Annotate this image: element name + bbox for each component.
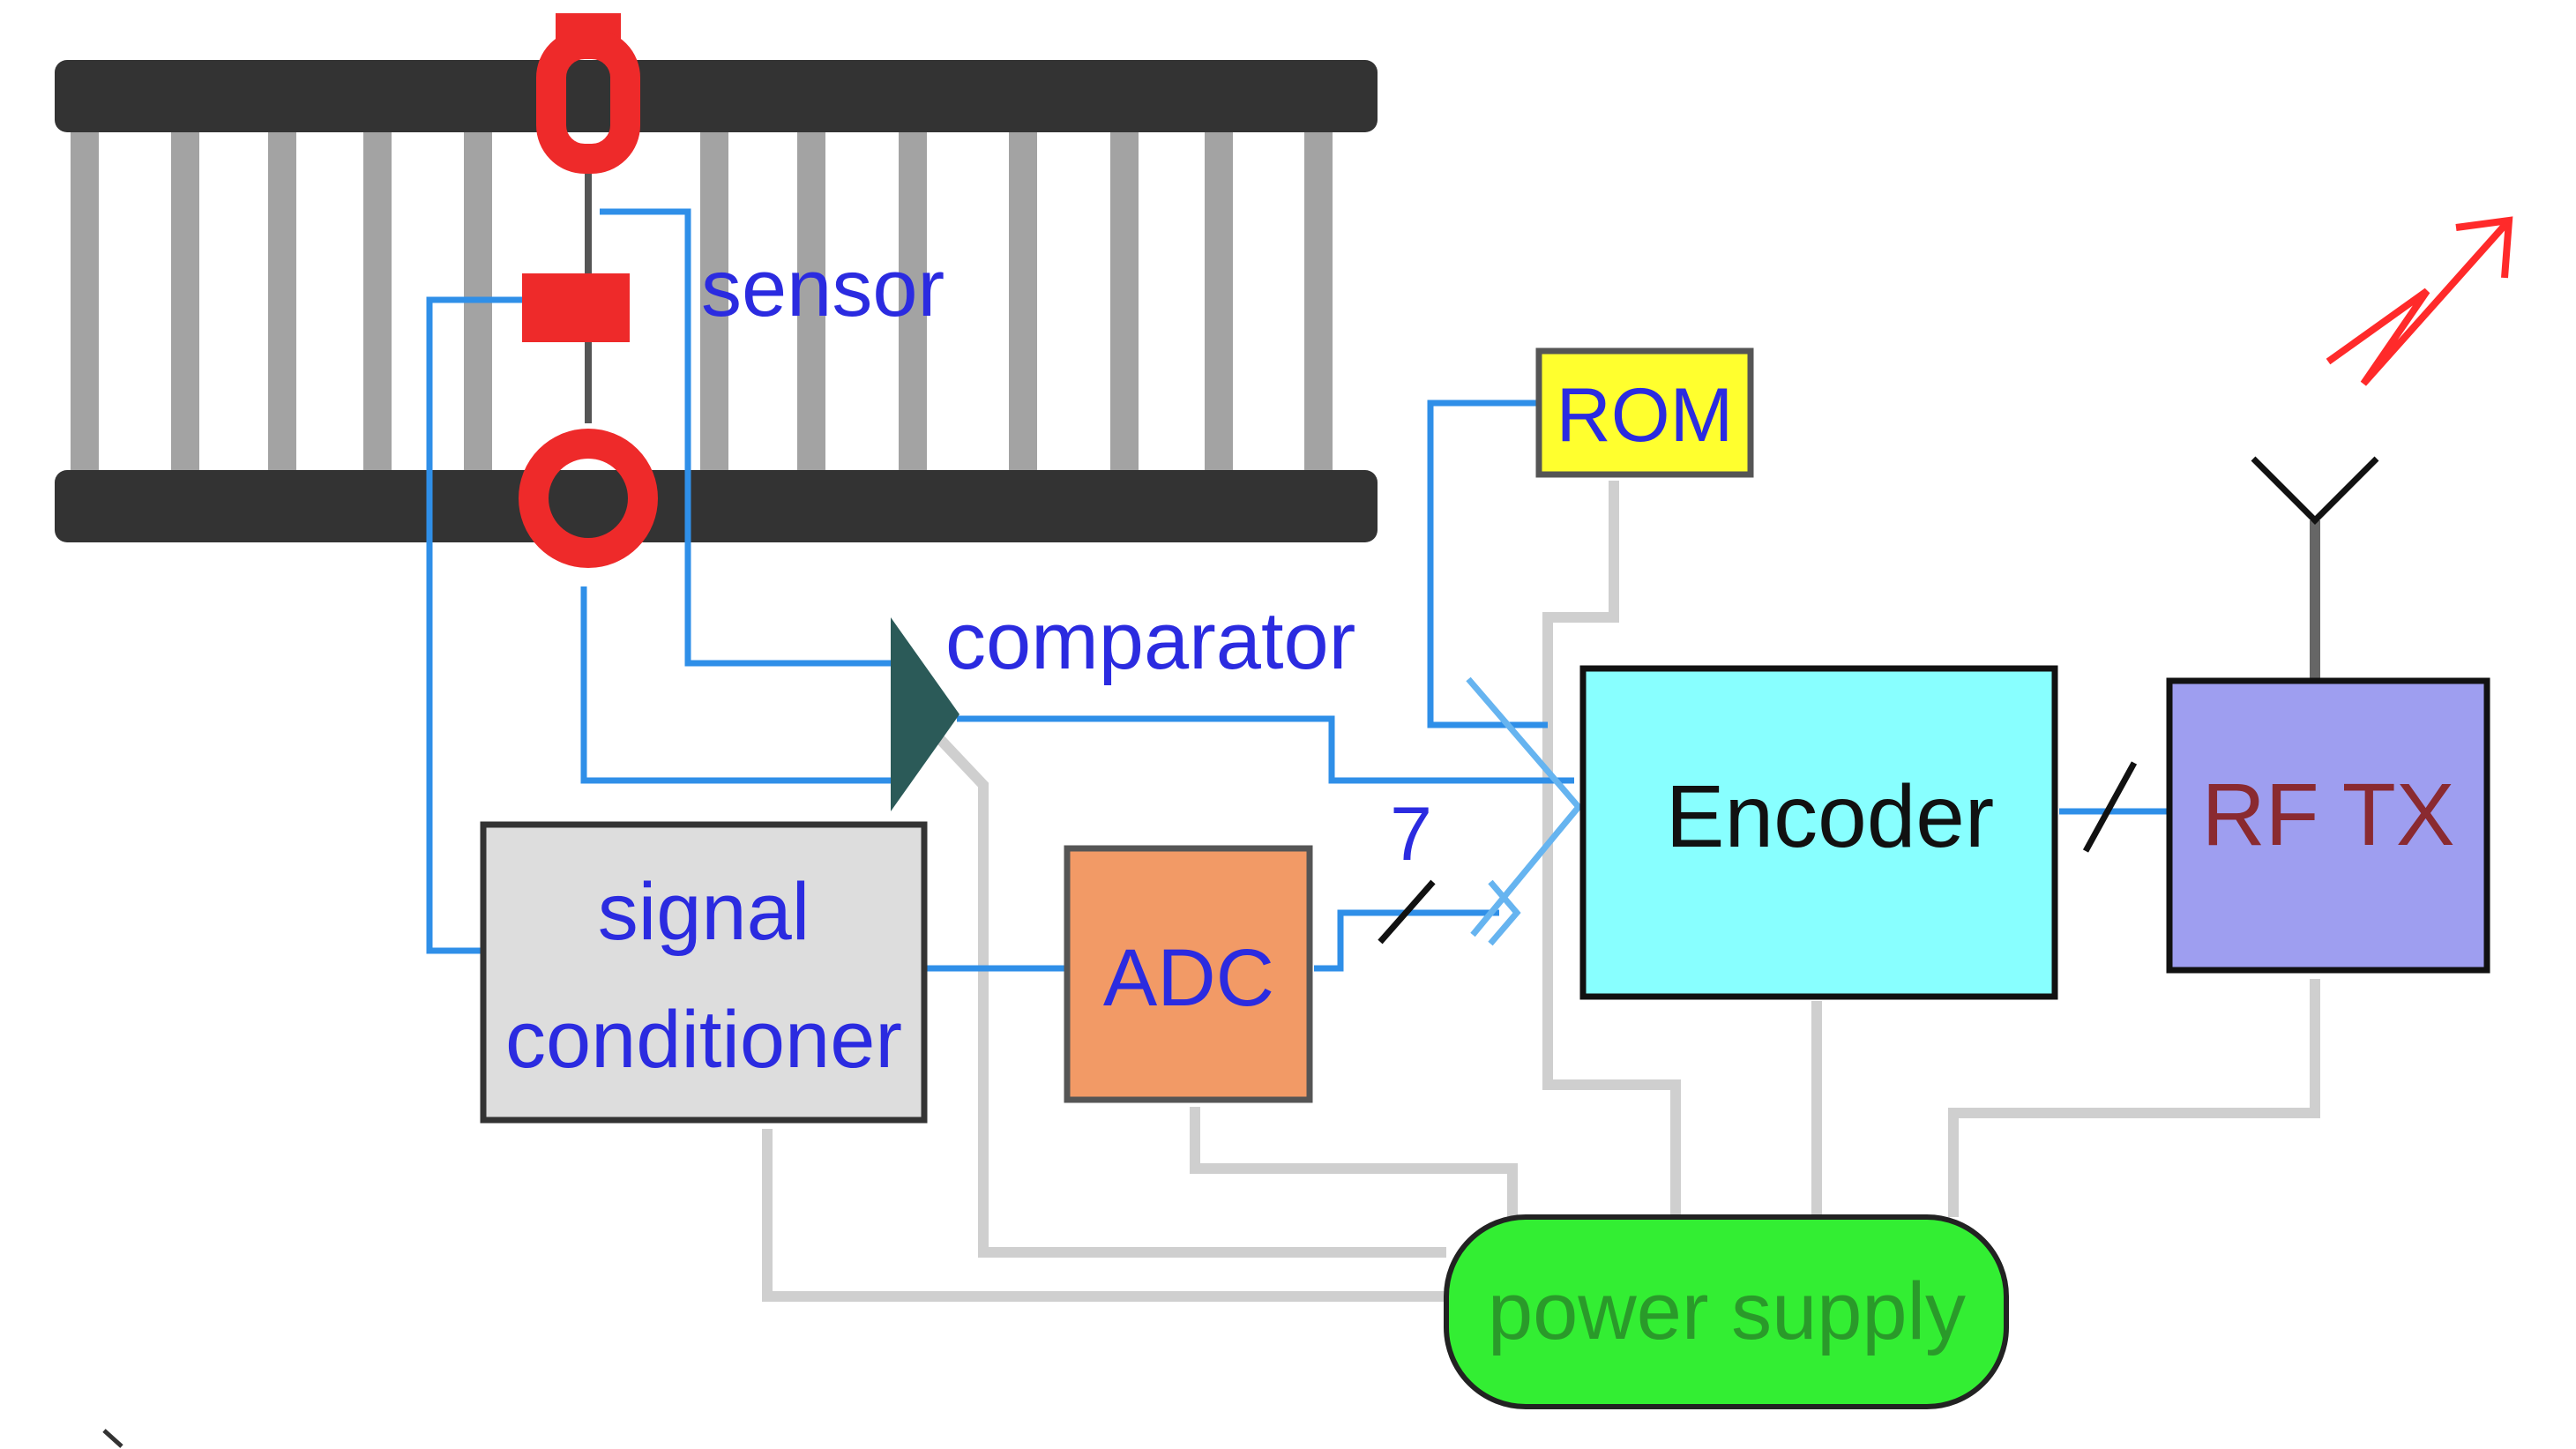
adc-block: ADC 7 [1064, 792, 1432, 1103]
signal-conditioner-label-line1: signal [598, 867, 810, 957]
wire-rom-to-encoder [1427, 400, 1548, 728]
encoder-rftx-bus-slash [2082, 761, 2138, 853]
sensor-bottom-bolt [519, 429, 658, 568]
wire-sensor-middle-to-conditioner [426, 296, 522, 954]
comparator: comparator [891, 596, 1355, 811]
encoder-box [1579, 665, 2058, 1000]
rom-label: ROM [1557, 373, 1734, 458]
track-sleeper [171, 115, 199, 485]
track-sleeper [1110, 115, 1139, 485]
power-supply-block: power supply [1444, 1214, 2009, 1409]
rftx-label: RF TX [2201, 766, 2454, 864]
track-sleeper [700, 115, 728, 485]
power-supply-label: power supply [1488, 1266, 1966, 1356]
adc-input-chevron [1488, 879, 1521, 946]
power-wire-rom [1542, 481, 1681, 1217]
stray-mark [102, 1429, 123, 1448]
rf-signal-arrowhead [2455, 216, 2513, 279]
track-sleeper [1205, 115, 1233, 485]
comparator-triangle [891, 617, 959, 811]
railway-track [55, 60, 1378, 542]
track-sleeper [1009, 115, 1037, 485]
sensor: sensor [519, 13, 945, 568]
wire-comparator-to-encoder [957, 715, 1574, 784]
signal-conditioner-block: signal conditioner [480, 821, 928, 1124]
power-wire-adc [1190, 1107, 1518, 1217]
comparator-label: comparator [945, 596, 1355, 686]
encoder-input-chevrons [1466, 676, 1583, 946]
signal-conditioner-label-line2: conditioner [505, 995, 902, 1085]
antenna-icon [2251, 456, 2379, 525]
signal-conditioner-box [480, 821, 928, 1124]
track-sleeper [71, 115, 99, 485]
top-rail [55, 60, 1378, 132]
wire-sensor-bottom-to-comparator [580, 586, 908, 784]
bus-width-label: 7 [1390, 792, 1432, 877]
track-sleeper [797, 115, 825, 485]
adc-box [1064, 845, 1313, 1103]
track-sleepers [71, 115, 1333, 485]
power-wire-rftx [1948, 979, 2320, 1217]
rftx-box [2166, 677, 2490, 974]
bottom-rail [55, 470, 1378, 542]
track-sleeper [1304, 115, 1333, 485]
encoder-block: Encoder [1579, 665, 2058, 1000]
signal-wiring [426, 208, 2169, 972]
encoder-input-chevron [1466, 676, 1583, 937]
power-wire-conditioner [762, 1129, 1446, 1302]
rom-block: ROM [1535, 347, 1754, 478]
rom-box [1535, 347, 1754, 478]
wire-adc-to-encoder [1314, 909, 1499, 972]
sensor-top-bolt [536, 29, 640, 174]
adc-label: ADC [1103, 933, 1274, 1023]
track-sleeper [363, 115, 392, 485]
track-sleeper [268, 115, 296, 485]
rf-signal-icon [2326, 218, 2512, 386]
encoder-label: Encoder [1666, 767, 1994, 866]
bus-width-slash [1378, 879, 1436, 945]
power-wiring [762, 481, 2320, 1302]
power-supply-box [1444, 1214, 2009, 1409]
track-sleeper [899, 115, 927, 485]
power-wire-comparator [933, 732, 1446, 1258]
rf-transmitter-block: RF TX [2166, 216, 2513, 974]
wire-sensor-top-to-comparator [600, 208, 908, 667]
sensor-label: sensor [701, 243, 945, 333]
sensor-middle-element [522, 273, 630, 342]
